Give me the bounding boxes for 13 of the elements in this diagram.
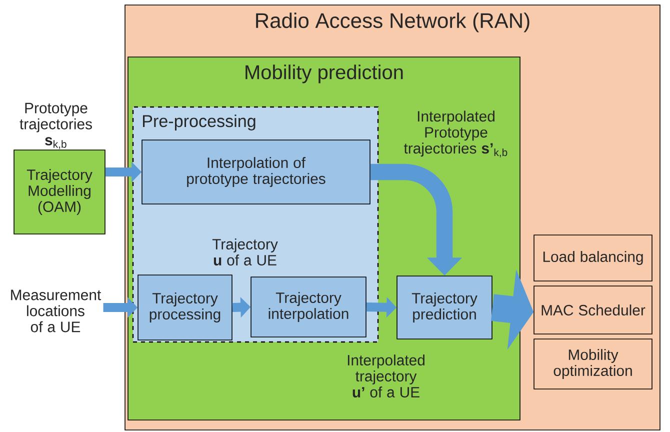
process-box: Trajectory processing [138,274,232,340]
process-box: Trajectory prediction [396,276,492,340]
source-box: Trajectory Modelling (OAM) [14,150,106,234]
process-box: Trajectory interpolation [250,276,366,338]
edge-label: Prototype trajectories s$_{k,b}$ [20,102,92,150]
function-box: Load balancing [534,234,652,282]
edge-label: Trajectory u of a UE [212,238,278,266]
process-box: Interpolation of prototype trajectories [142,140,370,204]
function-box: MAC Scheduler [534,286,652,334]
edge-label: Interpolated Prototype trajectories s’$_{k,b}$ [404,110,508,158]
input-text: Measurement locations of a UE [11,290,102,332]
function-box: Mobility optimization [534,338,652,390]
edge-label: Interpolated trajectory u’ of a UE [348,354,424,398]
